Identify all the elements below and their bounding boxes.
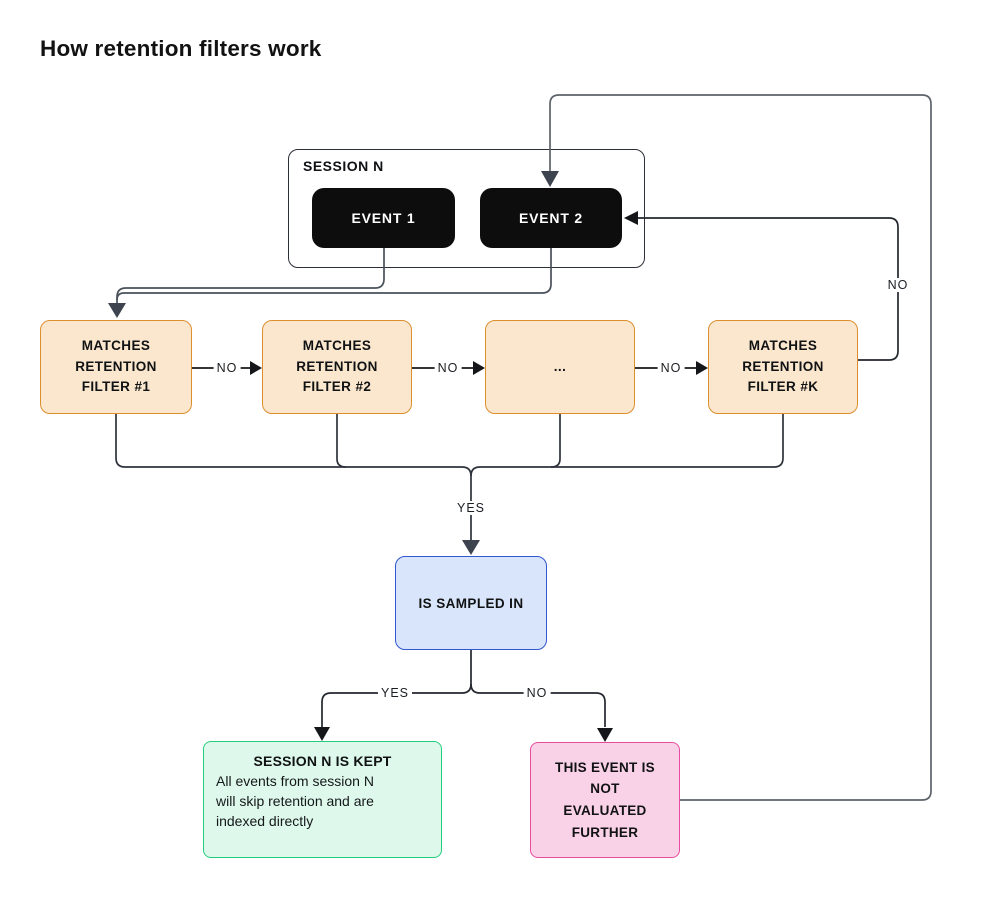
is-sampled-in-node: IS SAMPLED IN	[395, 556, 547, 650]
edge-label-yes-split: YES	[377, 686, 413, 700]
filter-ellipsis-node: ...	[485, 320, 635, 414]
filter-k-node: MATCHES RETENTION FILTER #K	[708, 320, 858, 414]
edge-yes-bus-left	[115, 414, 472, 541]
edge-label-no-2: NO	[434, 361, 462, 375]
edge-label-yes-main: YES	[453, 501, 489, 515]
session-kept-node: SESSION N IS KEPT All events from sessio…	[203, 741, 442, 858]
filter-2-node: MATCHES RETENTION FILTER #2	[262, 320, 412, 414]
not-evaluated-node: THIS EVENT IS NOT EVALUATED FURTHER	[530, 742, 680, 858]
page-title: How retention filters work	[40, 36, 322, 61]
arrowhead-into-noteval	[597, 728, 613, 742]
arrowhead-into-kept	[314, 727, 330, 741]
edge-label-no-return: NO	[884, 278, 912, 292]
session-n-label: SESSION N	[303, 158, 384, 174]
session-kept-title: SESSION N IS KEPT	[253, 753, 392, 769]
edge-label-no-3: NO	[657, 361, 685, 375]
session-kept-body: All events from session N will skip rete…	[216, 773, 374, 829]
arrowhead-filter2-no	[473, 361, 485, 375]
event-2-node: EVENT 2	[480, 188, 622, 248]
filter-1-node: MATCHES RETENTION FILTER #1	[40, 320, 192, 414]
edge-label-no-split: NO	[523, 686, 551, 700]
edge-yes-bus-stub2	[336, 414, 347, 468]
arrowhead-into-filter1	[108, 303, 126, 318]
event-1-node: EVENT 1	[312, 188, 455, 248]
edge-label-no-1: NO	[213, 361, 241, 375]
arrowhead-filter1-no	[250, 361, 262, 375]
arrowhead-into-sampled	[462, 540, 480, 555]
edge-yes-bus-stub3	[550, 414, 561, 468]
arrowhead-filter3-no	[696, 361, 708, 375]
edge-yes-bus-right	[470, 414, 784, 477]
